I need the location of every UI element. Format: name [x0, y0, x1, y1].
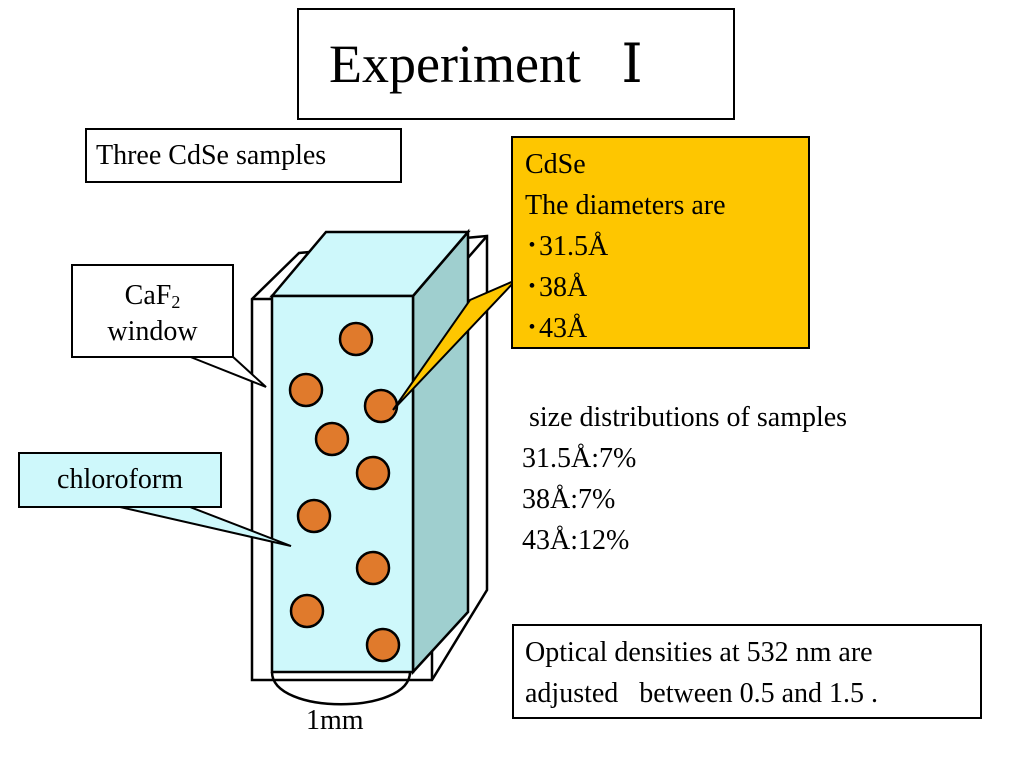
page-title: Experiment Ⅰ [329, 34, 643, 94]
optical-note-line-1: Optical densities at 532 nm are [525, 637, 873, 668]
particle [296, 498, 332, 534]
chloroform-callout: chloroform [18, 452, 222, 508]
particle [314, 421, 350, 457]
distribution-item: 31.5Å:7% [522, 443, 637, 474]
cdse-title: CdSe [525, 149, 586, 180]
particle [355, 455, 391, 491]
particle [288, 372, 324, 408]
caf2-formula-subscript: 2 [171, 292, 181, 312]
particle [363, 388, 399, 424]
cdse-callout: CdSe The diameters are ･31.5Å ･38Å ･43Å [511, 136, 810, 349]
particle [338, 321, 374, 357]
distribution-item: 43Å:12% [522, 525, 630, 556]
thickness-label: 1mm [306, 705, 364, 736]
cdse-callout-pointer [392, 279, 517, 411]
distribution-item: 38Å:7% [522, 484, 616, 515]
cuvette-side-face [411, 228, 470, 676]
diameter-item: ･43Å [525, 313, 588, 344]
particle [355, 550, 391, 586]
samples-label: Three CdSe samples [96, 140, 327, 171]
cdse-diameters-heading: The diameters are [525, 190, 726, 221]
optical-density-note: Optical densities at 532 nm are adjusted… [512, 624, 982, 719]
title-box: Experiment Ⅰ [297, 8, 735, 120]
caf2-window-callout: CaF2 window [71, 264, 234, 358]
caf2-formula-main: CaF [124, 280, 172, 311]
chloroform-label: chloroform [57, 464, 183, 495]
window-label: window [107, 316, 198, 347]
samples-label-box: Three CdSe samples [85, 128, 402, 183]
size-distributions: size distributions of samples 31.5Å:7% 3… [522, 397, 847, 561]
caf2-label: CaF2 [73, 280, 232, 312]
cdse-particles [288, 321, 401, 663]
diameter-item: ･38Å [525, 272, 588, 303]
diameter-item: ･31.5Å [525, 231, 609, 262]
particle [289, 593, 325, 629]
optical-note-line-2: adjusted between 0.5 and 1.5 . [525, 678, 879, 709]
distributions-heading: size distributions of samples [522, 402, 848, 433]
thickness-brace [270, 671, 412, 706]
particle [365, 627, 401, 663]
